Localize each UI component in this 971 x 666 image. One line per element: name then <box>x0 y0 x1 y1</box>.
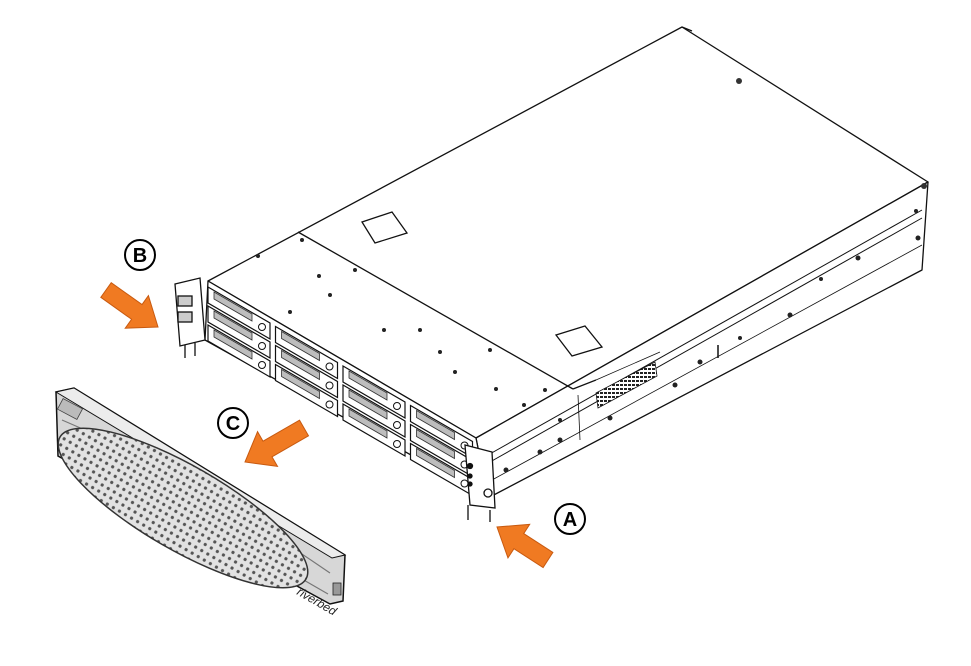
drive-tray-latch <box>325 381 334 390</box>
arrow-a <box>496 523 554 569</box>
arrow-b <box>100 281 159 329</box>
drive-tray-handle <box>281 330 320 362</box>
drive-tray-handle <box>348 408 388 439</box>
callout-b-label: B <box>133 245 147 267</box>
drive-tray-latch <box>258 361 266 369</box>
drive-tray-latch <box>325 362 334 371</box>
callout-a-label: A <box>563 509 577 531</box>
lid-handle-front <box>554 325 604 357</box>
drive-bay-grid <box>207 285 474 497</box>
drive-tray-handle <box>213 310 253 341</box>
callout-b-circle <box>124 239 156 271</box>
callout-c-circle <box>217 407 249 439</box>
drive-tray-latch <box>258 323 266 331</box>
drive-tray-latch <box>325 400 334 409</box>
drive-tray-latch <box>258 342 266 350</box>
callout-c: C <box>217 407 249 439</box>
drive-tray-latch <box>393 402 401 410</box>
server-chassis <box>204 26 929 499</box>
arrow-c <box>244 419 310 467</box>
callout-b: B <box>124 239 156 271</box>
drive-tray-latch <box>460 479 469 488</box>
bezel-mesh-vent <box>57 427 309 589</box>
drive-tray-latch <box>393 440 401 448</box>
drive-tray-handle <box>416 447 455 479</box>
push-arrows <box>100 281 554 569</box>
rack-ear-right <box>464 444 496 522</box>
drive-tray-handle <box>348 370 388 401</box>
rear-knob-right <box>921 183 927 189</box>
bezel-lock <box>332 582 342 596</box>
side-vent <box>595 361 658 409</box>
drive-tray-handle <box>281 349 320 381</box>
drive-tray-handle <box>281 368 320 400</box>
drive-tray-latch <box>393 421 401 429</box>
drive-tray-handle <box>416 428 455 460</box>
drive-tray-handle <box>416 409 455 441</box>
callout-c-label: C <box>226 413 240 435</box>
chassis-screws <box>256 209 921 473</box>
drive-tray-handle <box>348 389 388 420</box>
drive-tray-handle <box>213 329 253 360</box>
front-bezel: riverbed <box>54 387 347 618</box>
callout-a-circle <box>554 503 586 535</box>
rack-ear-left <box>174 277 206 358</box>
callout-a: A <box>554 503 586 535</box>
lid-handle-rear <box>361 211 409 244</box>
rear-knob <box>736 78 742 84</box>
drive-tray-handle <box>213 291 253 322</box>
bezel-badge <box>56 397 84 421</box>
